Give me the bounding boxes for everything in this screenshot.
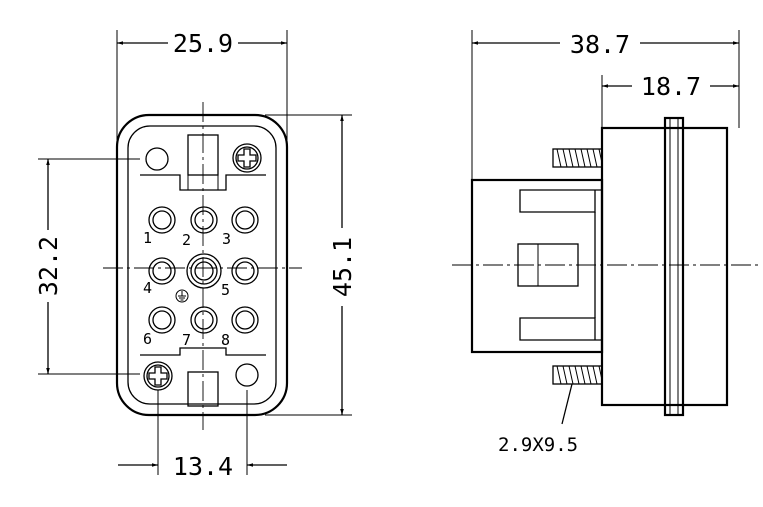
contact-7 [190,306,218,334]
contact-2 [190,206,218,234]
svg-text:32.2: 32.2 [34,236,63,296]
screw-head-top-right-icon [232,143,262,173]
pin-label-5: 5 [221,281,230,299]
mounting-hole-bottom-right [235,363,259,387]
screw-note: 2.9X9.5 [498,383,578,456]
contact-5 [231,257,259,285]
svg-text:45.1: 45.1 [328,237,357,297]
latch-lower [519,317,602,341]
pin-label-7: 7 [182,331,191,349]
dimension-pin-pitch-vertical: 32.2 [34,158,140,375]
housing-outer [115,113,289,417]
ground-symbol-icon [175,289,189,303]
contact-3 [231,206,259,234]
top-latch-outline [140,174,266,191]
front-view: 1 2 3 4 5 6 7 8 25.9 32.2 4 [34,29,357,481]
latch-upper [519,189,602,213]
pin-label-4: 4 [143,279,152,297]
dimension-overall-depth: 38.7 [471,30,740,180]
screw-thread-top-icon [552,148,603,168]
mounting-hole-top-left [145,147,169,171]
dimension-bottom-spacing: 13.4 [118,390,287,481]
screw-head-bottom-left-icon [143,361,173,391]
contact-1 [148,206,176,234]
svg-text:2.9X9.5: 2.9X9.5 [498,434,578,456]
bottom-key-slot [187,371,219,407]
housing-inner [127,125,277,405]
bottom-latch-outline [140,347,266,356]
latch-window [517,243,579,287]
screw-thread-bottom-icon [552,365,603,385]
contact-4 [148,257,176,285]
dimension-flange-depth: 18.7 [601,72,739,128]
pin-label-8: 8 [221,331,230,349]
svg-text:13.4: 13.4 [173,452,233,481]
dimension-width: 25.9 [116,29,288,140]
contact-6 [148,306,176,334]
dimension-height: 45.1 [265,114,357,416]
pin-label-2: 2 [182,231,191,249]
svg-text:25.9: 25.9 [173,29,233,58]
svg-text:18.7: 18.7 [641,72,701,101]
pin-label-3: 3 [222,230,231,248]
top-key-slot [187,134,219,176]
side-body [470,178,604,354]
side-view: 38.7 18.7 2.9X9.5 [452,30,760,456]
flange [663,116,685,417]
contact-8 [231,306,259,334]
svg-text:38.7: 38.7 [570,30,630,59]
pin-label-6: 6 [143,330,152,348]
pin-label-1: 1 [143,229,152,247]
contact-ground [186,253,222,289]
